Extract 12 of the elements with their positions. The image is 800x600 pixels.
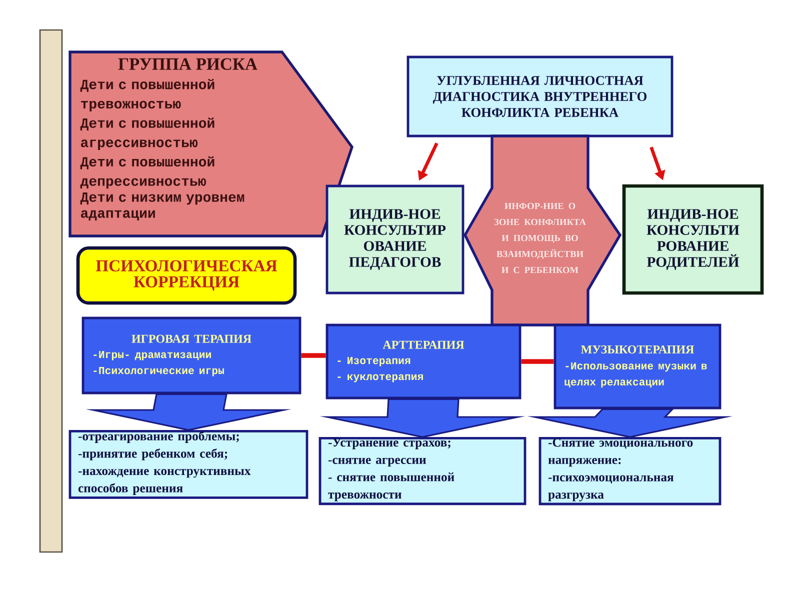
result-box: -Снятие эмоционального напряжение: -психоэмоциональная разгрузка [538,437,722,506]
consulting-box: ИНДИВ-НОЕ КОНСУЛЬТИР ОВАНИЕ ПЕДАГОГОВ [326,184,464,294]
connector-line [521,359,554,364]
result-box: -отреагирование проблемы; -принятие ребенком себя; -нахождение конструктивных способов решения [68,430,308,499]
diagnostics-box: УГЛУБЛЕННАЯ ЛИЧНОСТНАЯ ДИАГНОСТИКА ВНУТРЕННЕГО КОНФЛИКТА РЕБЕНКА [406,56,674,138]
connector-line [301,353,326,358]
therapy-box: ИГРОВАЯ ТЕРАПИЯ -Игры- драматизации -Психологические игры [82,316,302,394]
therapy-box: МУЗЫКОТЕРАПИЯ -Использование музыки в целях релаксации [554,324,722,410]
consulting-box: ИНДИВ-НОЕ КОНСУЛЬТИ РОВАНИЕ РОДИТЕЛЕЙ [622,184,764,295]
therapy-box: АРТТЕРАПИЯ - Изотерапия - куклотерапия [326,324,522,400]
result-box: -Устранение страхов; -снятие агрессии - снятие повышенной тревожности [318,437,526,506]
heading-box: ПСИХОЛОГИЧЕСКАЯ КОРРЕКЦИЯ [76,246,297,305]
